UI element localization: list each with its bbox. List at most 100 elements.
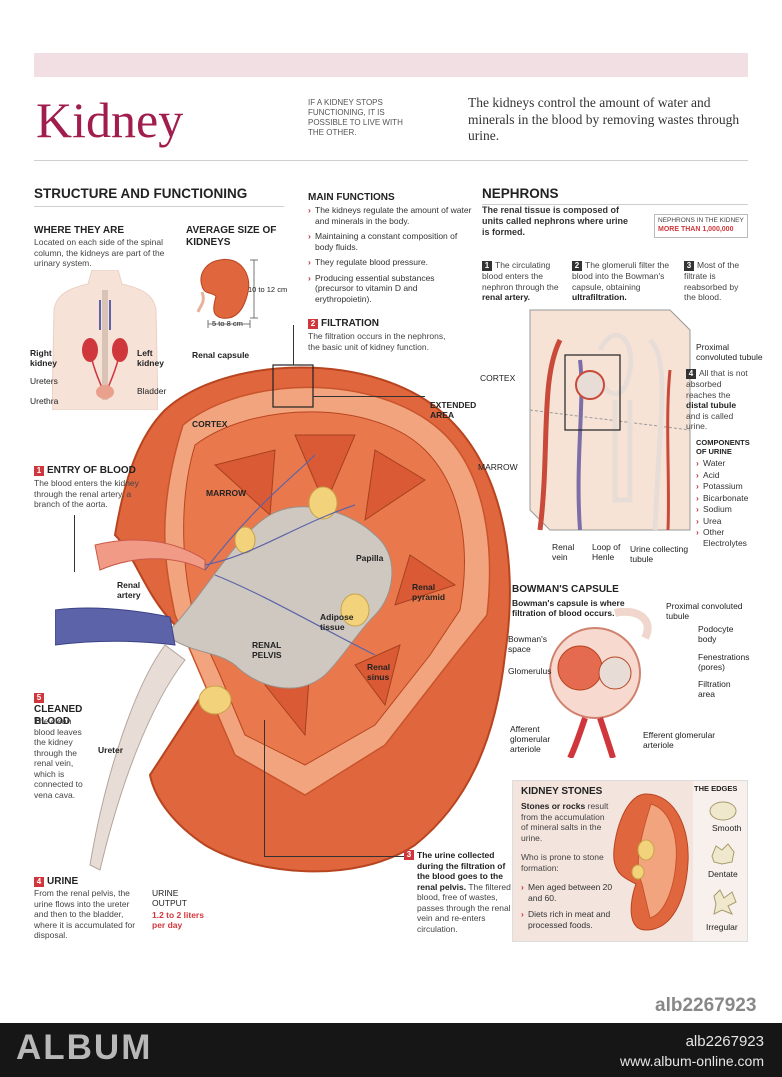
- small-kidney-shape: [200, 258, 250, 319]
- edges-title: THE EDGES: [694, 784, 738, 793]
- nephron-zoom-box: [564, 354, 621, 431]
- label-urethra: Urethra: [30, 396, 59, 406]
- irregular-stone-icon: [713, 889, 737, 915]
- kidney-illustration: [55, 364, 511, 873]
- nephrons-count-box: NEPHRONS IN THE KIDNEY MORE THAN 1,000,0…: [654, 214, 748, 238]
- bowman-label-glomerulus: Glomerulus: [508, 666, 552, 676]
- size-width: 5 to 8 cm: [212, 319, 243, 328]
- cleaned-title: 5CLEANED BLOOD: [34, 693, 83, 727]
- label-marrow: MARROW: [206, 488, 247, 498]
- structure-heading: STRUCTURE AND FUNCTIONING: [34, 186, 248, 201]
- collected-number: 3: [404, 850, 414, 860]
- smooth-stone-icon: [709, 801, 737, 821]
- entry-number: 1: [34, 466, 44, 476]
- label-left-kidney: Left kidney: [137, 348, 164, 368]
- function-item: The kidneys regulate the amount of water…: [308, 205, 473, 226]
- renal-vein: [55, 607, 176, 646]
- bowman-label-podocyte: Podocyte body: [698, 624, 734, 644]
- label-cortex: CORTEX: [192, 419, 228, 429]
- kidney-size-figure: [196, 258, 258, 328]
- neph-label-proximal: Proximal convoluted tubule: [696, 342, 763, 362]
- component-item: Acid: [696, 470, 756, 481]
- urine-text: From the renal pelvis, the urine flows i…: [34, 888, 136, 940]
- label-bladder: Bladder: [137, 386, 167, 396]
- stones-item: Men aged between 20 and 60.: [521, 882, 616, 903]
- cleaned-number: 5: [34, 693, 44, 703]
- label-ureters: Ureters: [30, 376, 58, 386]
- neph-label-collecting: Urine collecting tubule: [630, 544, 689, 564]
- nephrons-text: The renal tissue is composed of units ca…: [482, 205, 629, 237]
- nephrons-count-value: MORE THAN 1,000,000: [658, 226, 734, 233]
- nephrons-divider: [482, 204, 748, 205]
- nephron-illustration: [529, 309, 691, 531]
- nephrons-title: NEPHRONS: [482, 186, 559, 201]
- bowman-label-proximal: Proximal convoluted tubule: [666, 601, 743, 621]
- bowman-title: BOWMAN'S CAPSULE: [512, 584, 619, 595]
- dentate-stone-icon: [711, 843, 735, 865]
- cleaned-text: The clean blood leaves the kidney throug…: [34, 716, 83, 800]
- filtration-text: The filtration occurs in the nephrons, t…: [308, 331, 446, 352]
- leader-entry: [74, 515, 75, 572]
- bowman-label-space: Bowman's space: [508, 634, 547, 654]
- function-item: Maintaining a constant composition of bo…: [308, 231, 473, 252]
- renal-pelvis: [164, 506, 393, 689]
- header-note: IF A KIDNEY STOPS FUNCTIONING, IT IS POS…: [308, 98, 403, 137]
- component-item: Potassium: [696, 481, 756, 492]
- label-renal-artery: Renal artery: [117, 580, 141, 600]
- main-functions-list: The kidneys regulate the amount of water…: [308, 205, 473, 309]
- main-functions-title: MAIN FUNCTIONS: [308, 192, 395, 203]
- component-item: Other Electrolytes: [696, 527, 756, 548]
- component-item: Water: [696, 458, 756, 469]
- stones-prone: Who is prone to stone formation:: [521, 852, 604, 873]
- bowman-illustration: [549, 608, 652, 758]
- label-right-kidney: Right kidney: [30, 348, 57, 368]
- where-title: WHERE THEY ARE: [34, 225, 125, 236]
- neph-label-marrow: MARROW: [478, 462, 518, 472]
- edge-irregular: Irregular: [706, 922, 738, 932]
- label-adipose-tissue: Adipose tissue: [320, 612, 354, 632]
- footer-bar: [0, 1023, 782, 1077]
- bowman-label-afferent: Afferent glomerular arteriole: [510, 724, 551, 754]
- header-intro: The kidneys control the amount of water …: [468, 95, 740, 143]
- components-list: Water Acid Potassium Bicarbonate Sodium …: [696, 458, 756, 549]
- stone-kidney-figure: [613, 793, 689, 931]
- label-extended-area: EXTENDED AREA: [430, 400, 477, 420]
- neph-label-renal-vein: Renal vein: [552, 542, 575, 562]
- leader-collected-v: [264, 720, 265, 856]
- page-title: Kidney: [36, 92, 184, 148]
- footer-url: www.album-online.com: [620, 1053, 764, 1069]
- label-renal-sinus: Renal sinus: [367, 662, 391, 682]
- leader-filtration: [293, 325, 294, 365]
- extended-area-box: [272, 364, 314, 408]
- stones-title: KIDNEY STONES: [521, 786, 603, 797]
- image-id-top: alb2267923: [655, 995, 757, 1016]
- urine-output-value: 1.2 to 2 liters per day: [152, 910, 204, 930]
- footer-brand: ALBUM: [16, 1028, 153, 1067]
- size-height: 10 to 12 cm: [248, 285, 288, 294]
- right-kidney-mark: [82, 338, 98, 362]
- stones-list: Men aged between 20 and 60. Diets rich i…: [521, 882, 616, 935]
- function-item: Producing essential substances (precurso…: [308, 273, 473, 305]
- header-divider: [34, 160, 748, 161]
- label-renal-pyramid: Renal pyramid: [412, 582, 446, 602]
- function-item: They regulate blood pressure.: [308, 257, 473, 268]
- footer-id: alb2267923: [685, 1033, 764, 1050]
- component-item: Urea: [696, 516, 756, 527]
- stones-item: Diets rich in meat and processed foods.: [521, 909, 616, 930]
- header-band: [34, 53, 748, 77]
- nephrons-count-label: NEPHRONS IN THE KIDNEY: [658, 217, 744, 224]
- neph-label-loop: Loop of Henle: [592, 542, 621, 562]
- avg-size-title: AVERAGE SIZE OF KIDNEYS: [186, 225, 277, 248]
- ureter: [89, 644, 186, 871]
- left-kidney-mark: [112, 338, 128, 362]
- entry-text: The blood enters the kidney through the …: [34, 478, 139, 509]
- label-renal-capsule: Renal capsule: [192, 350, 250, 360]
- torso-figure: [52, 270, 158, 410]
- bowman-label-fenestrations: Fenestrations (pores): [698, 652, 750, 672]
- bowman-label-filtration-area: Filtration area: [698, 679, 731, 699]
- label-renal-pelvis: RENAL PELVIS: [252, 640, 282, 660]
- collected-bold: The urine collected during the filtratio…: [417, 850, 506, 892]
- urine-number: 4: [34, 877, 44, 887]
